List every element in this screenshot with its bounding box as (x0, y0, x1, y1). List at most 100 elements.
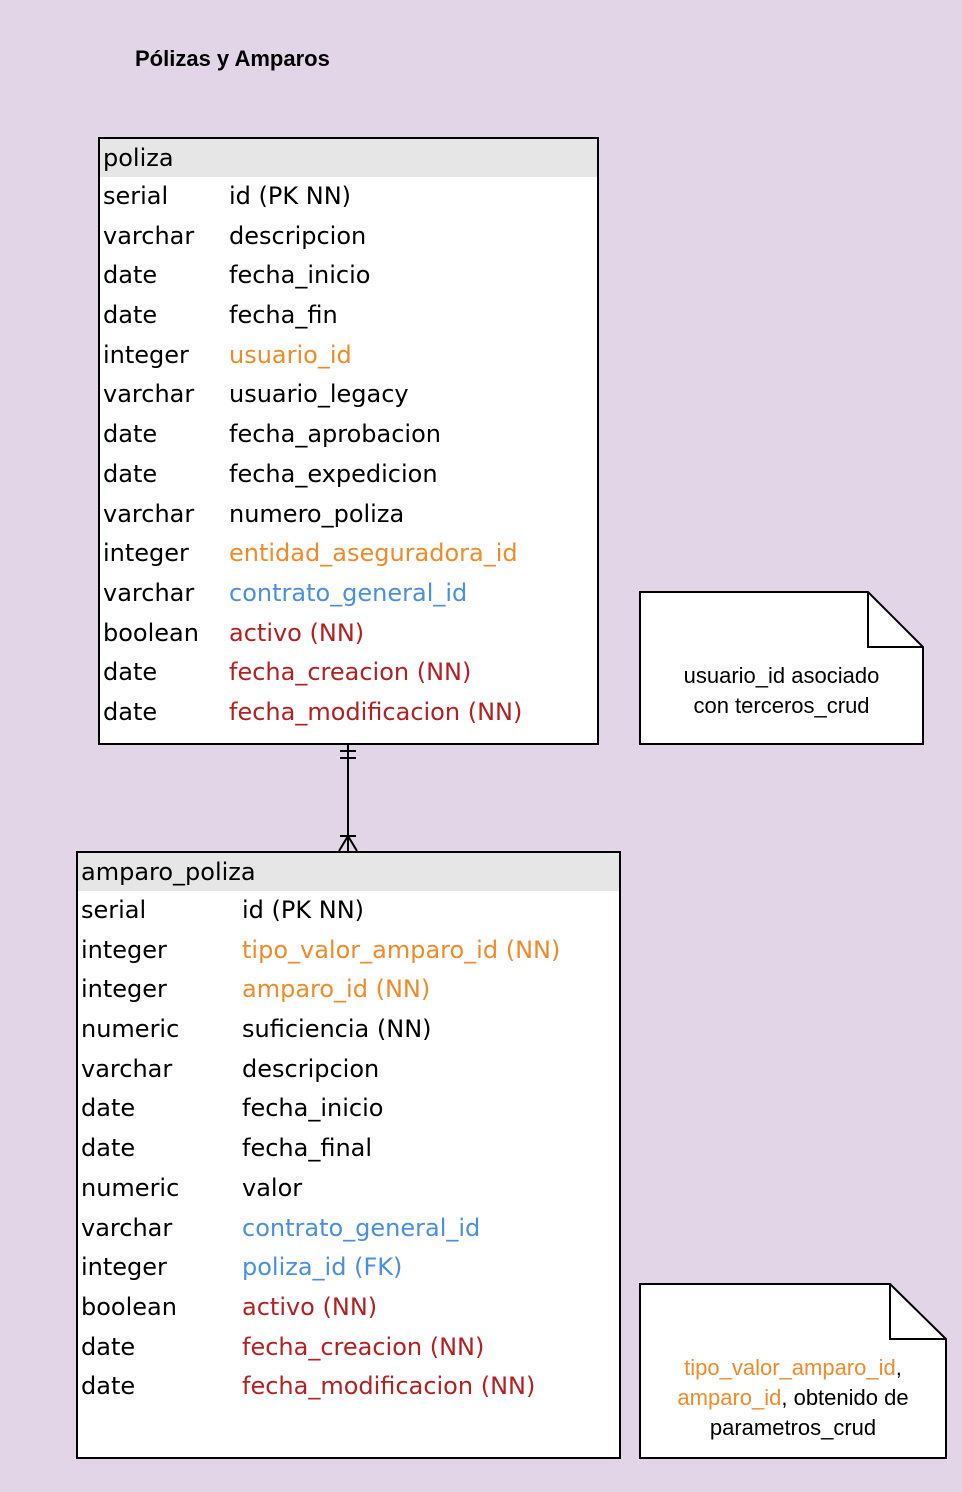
column-type: date (103, 261, 158, 290)
column-name: fecha_fin (229, 301, 338, 330)
column-type: date (103, 420, 158, 449)
note-rest: , (895, 1355, 902, 1380)
table-row[interactable]: integer usuario_id (100, 336, 597, 376)
note-line: tipo_valor_amparo_id, (639, 1353, 947, 1383)
note-line: parametros_crud (709, 1415, 877, 1440)
table-row[interactable]: integer amparo_id (NN) (78, 970, 619, 1010)
table-amparo-poliza[interactable]: amparo_poliza serial id (PK NN) integer tip… (76, 851, 621, 1459)
column-type: date (81, 1094, 136, 1123)
column-name: amparo_id (NN) (242, 975, 431, 1004)
table-row[interactable]: integer entidad_aseguradora_id (100, 534, 597, 574)
column-type: date (103, 301, 158, 330)
relationship-connector (338, 744, 358, 852)
table-row[interactable]: date fecha_creacion (NN) (78, 1328, 619, 1368)
column-type: serial (81, 896, 147, 924)
table-row[interactable]: varchar contrato_general_id (100, 574, 597, 614)
crowfoot-left (338, 835, 349, 852)
note-text: tipo_valor_amparo_id, amparo_id, obtenid… (639, 1353, 947, 1443)
table-header: amparo_poliza (78, 853, 619, 891)
column-name: fecha_creacion (NN) (242, 1332, 485, 1361)
column-name: contrato_general_id (229, 578, 468, 607)
column-name: fecha_modificacion (NN) (242, 1372, 536, 1401)
table-row[interactable]: date fecha_aprobacion (100, 415, 597, 455)
column-type: integer (81, 935, 167, 964)
table-header: poliza (100, 139, 597, 177)
column-name: activo (NN) (242, 1292, 378, 1321)
table-row[interactable]: date fecha_creacion (NN) (100, 653, 597, 693)
column-name: usuario_id (229, 340, 352, 369)
column-type: numeric (81, 1173, 180, 1202)
table-row[interactable]: serial id (PK NN) (78, 891, 619, 931)
table-row[interactable]: varchar numero_poliza (100, 495, 597, 535)
diagram-title: Pólizas y Amparos (135, 46, 330, 71)
column-type: varchar (103, 499, 195, 528)
note-text: usuario_id asociado con terceros_crud (639, 661, 924, 721)
column-type: integer (81, 1253, 167, 1282)
column-type: varchar (81, 1054, 173, 1083)
table-rows: serial id (PK NN) integer tipo_valor_amparo… (78, 891, 619, 1407)
column-name: fecha_aprobacion (229, 420, 441, 449)
note-highlight: amparo_id (677, 1385, 782, 1410)
column-name: fecha_inicio (229, 261, 371, 290)
column-name: contrato_general_id (242, 1213, 481, 1242)
table-row[interactable]: varchar contrato_general_id (78, 1209, 619, 1249)
column-type: boolean (103, 618, 199, 647)
table-row[interactable]: integer tipo_valor_amparo_id (NN) (78, 931, 619, 971)
column-type: varchar (81, 1213, 173, 1242)
table-row[interactable]: date fecha_modificacion (NN) (100, 693, 597, 733)
table-row[interactable]: boolean activo (NN) (78, 1288, 619, 1328)
table-row[interactable]: varchar descripcion (78, 1050, 619, 1090)
column-name: fecha_inicio (242, 1094, 384, 1123)
column-name: tipo_valor_amparo_id (NN) (242, 935, 561, 964)
column-type: varchar (103, 380, 195, 409)
column-name: fecha_creacion (NN) (229, 658, 472, 687)
column-type: varchar (103, 221, 195, 250)
column-type: date (81, 1332, 136, 1361)
column-name: fecha_final (242, 1134, 373, 1163)
column-name: suficiencia (NN) (242, 1015, 432, 1044)
column-type: serial (103, 182, 169, 210)
note-line: usuario_id asociado (683, 663, 880, 688)
note-highlight: tipo_valor_amparo_id (684, 1355, 896, 1380)
column-name: id (PK NN) (242, 896, 365, 924)
column-name: valor (242, 1173, 303, 1202)
column-type: integer (103, 340, 189, 369)
column-name: entidad_aseguradora_id (229, 539, 518, 568)
column-type: date (81, 1134, 136, 1163)
column-type: date (103, 459, 158, 488)
note-line: amparo_id, obtenido de (639, 1383, 947, 1413)
note-line: con terceros_crud (693, 693, 870, 718)
column-type: integer (103, 539, 189, 568)
table-row[interactable]: numeric valor (78, 1169, 619, 1209)
table-poliza[interactable]: poliza serial id (PK NN) varchar descripcio… (98, 137, 599, 745)
column-type: date (103, 658, 158, 687)
note-usuario[interactable]: usuario_id asociado con terceros_crud (639, 591, 924, 745)
table-row[interactable]: numeric suficiencia (NN) (78, 1010, 619, 1050)
table-row[interactable]: date fecha_inicio (100, 256, 597, 296)
column-name: descripcion (229, 221, 367, 250)
column-type: varchar (103, 578, 195, 607)
column-type: date (81, 1372, 136, 1401)
column-type: numeric (81, 1015, 180, 1044)
crowfoot-right (347, 835, 358, 852)
column-name: numero_poliza (229, 499, 405, 528)
column-name: fecha_modificacion (NN) (229, 697, 523, 726)
column-name: descripcion (242, 1054, 380, 1083)
column-type: boolean (81, 1292, 177, 1321)
table-row[interactable]: varchar descripcion (100, 217, 597, 257)
table-row[interactable]: date fecha_fin (100, 296, 597, 336)
column-name: id (PK NN) (229, 182, 352, 210)
note-parametros[interactable]: tipo_valor_amparo_id, amparo_id, obtenid… (639, 1283, 947, 1459)
table-row[interactable]: date fecha_inicio (78, 1089, 619, 1129)
table-row[interactable]: boolean activo (NN) (100, 614, 597, 654)
table-row[interactable]: date fecha_modificacion (NN) (78, 1367, 619, 1407)
column-type: integer (81, 975, 167, 1004)
column-name: activo (NN) (229, 618, 365, 647)
table-row[interactable]: date fecha_final (78, 1129, 619, 1169)
table-row[interactable]: serial id (PK NN) (100, 177, 597, 217)
column-type: date (103, 697, 158, 726)
